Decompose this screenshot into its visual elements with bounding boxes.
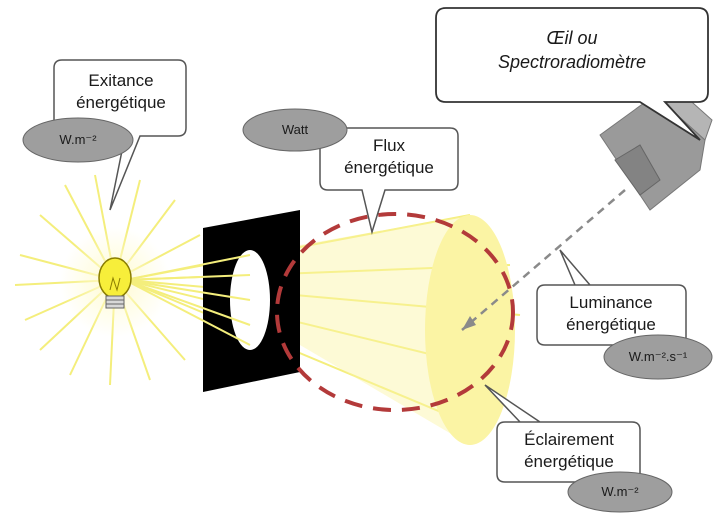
eye-callout-line1: Œil ou (546, 28, 598, 48)
flux-dashed-circle (275, 212, 515, 412)
eclairement-unit-oval (567, 471, 673, 513)
luminance-unit: W.m⁻².s⁻¹ (628, 349, 688, 364)
exitance-unit: W.m⁻² (59, 132, 97, 147)
eclairement-line1: Éclairement (524, 430, 614, 449)
exitance-line1: Exitance (88, 71, 154, 90)
eclairement-line2: énergétique (524, 452, 614, 471)
inner-rays (124, 254, 251, 346)
eclairement-label: Éclairement énergétique (500, 429, 638, 473)
flux-unit: Watt (281, 122, 309, 137)
exitance-line2: énergétique (76, 93, 166, 112)
luminance-callout-bubble (536, 249, 687, 346)
eclairement-callout-bubble (484, 384, 641, 483)
illuminated-surface (425, 215, 515, 445)
luminance-line1: Luminance (569, 293, 653, 312)
eye-callout-bubble (435, 7, 709, 141)
luminance-unit-oval (603, 334, 713, 380)
line-of-sight-arrow (462, 316, 476, 330)
exitance-label: Exitance énergétique (58, 70, 184, 114)
flux-line1: Flux (372, 136, 406, 155)
light-cone (300, 215, 515, 445)
line-of-sight (461, 189, 626, 331)
exitance-unit-oval (22, 117, 134, 163)
light-bulb-icon (98, 257, 132, 309)
flux-line2: énergétique (344, 158, 434, 177)
flux-label: Flux énergétique (324, 135, 454, 179)
eclairement-unit: W.m⁻² (601, 484, 639, 499)
eye-callout-line2: Spectroradiomètre (497, 52, 647, 72)
luminance-label: Luminance énergétique (540, 292, 682, 336)
eye-callout-text: Œil ou Spectroradiomètre (440, 26, 704, 74)
flux-unit-oval (242, 108, 348, 152)
luminance-line2: énergétique (566, 315, 656, 334)
